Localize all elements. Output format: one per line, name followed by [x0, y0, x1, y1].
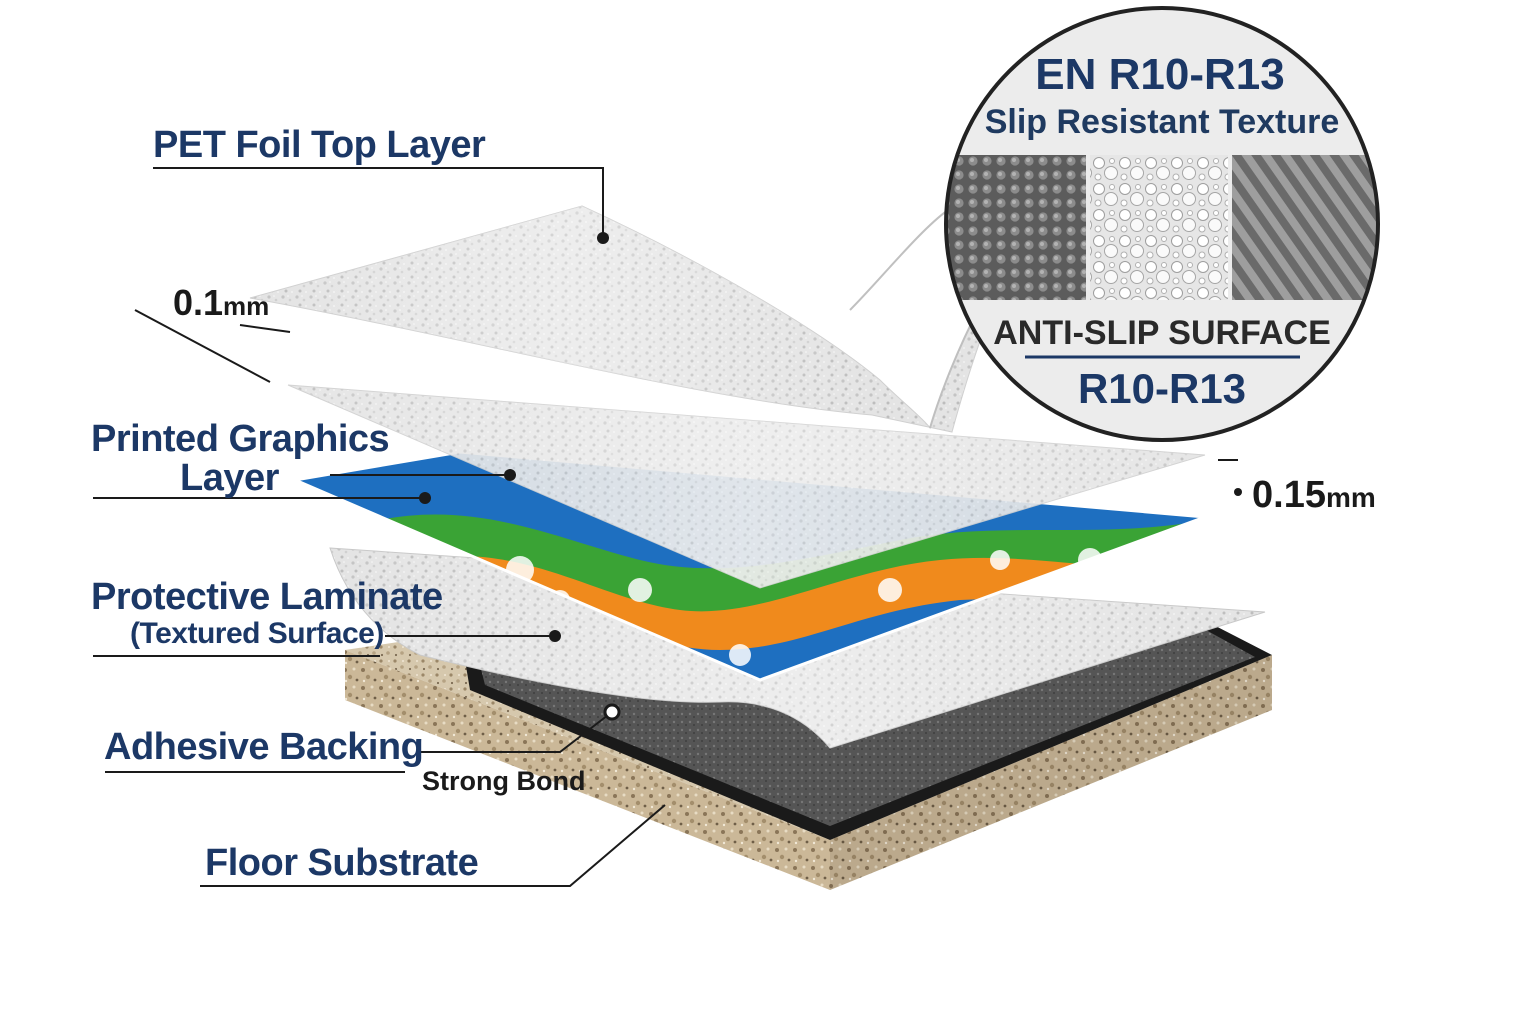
magnifier-heading: EN R10-R13 [1035, 50, 1285, 99]
magnifier-rating: R10-R13 [1077, 365, 1247, 412]
leader-adhesive [418, 711, 613, 753]
leader-dimension-top [134, 309, 271, 383]
label-printed-graphics-2: Layer [180, 457, 279, 499]
label-printed-graphics-1: Printed Graphics [91, 418, 390, 460]
texture-swatch-dots [948, 155, 1086, 300]
dimension-right-value: 0.15 [1252, 474, 1326, 516]
dimension-right-unit: mm [1325, 482, 1376, 513]
dimension-right: 0.15mm [1252, 474, 1376, 517]
leader-lines [93, 167, 1238, 887]
texture-swatch-bubbles [1090, 155, 1228, 300]
dimension-top-unit: mm [223, 291, 270, 321]
magnifier-subheading: Slip Resistant Texture [984, 103, 1340, 141]
label-pet-foil: PET Foil Top Layer [153, 124, 486, 166]
label-floor-substrate: Floor Substrate [205, 842, 479, 884]
leader-pet-foil [153, 167, 604, 238]
leader-substrate [200, 804, 666, 887]
magnifier-callout [849, 6, 1380, 442]
laminate-sheet [287, 384, 1206, 589]
texture-swatch-stripes [1232, 155, 1378, 300]
label-adhesive-backing: Adhesive Backing [104, 726, 424, 768]
label-textured-surface: (Textured Surface) [130, 617, 384, 650]
label-strong-bond: Strong Bond [422, 766, 586, 796]
dimension-top: 0.1mm [173, 282, 269, 324]
dimension-top-value: 0.1 [173, 282, 224, 323]
label-protective-laminate: Protective Laminate [91, 576, 443, 618]
magnifier-surface-label: ANTI-SLIP SURFACE [993, 314, 1331, 352]
leader-dots [419, 232, 1242, 721]
